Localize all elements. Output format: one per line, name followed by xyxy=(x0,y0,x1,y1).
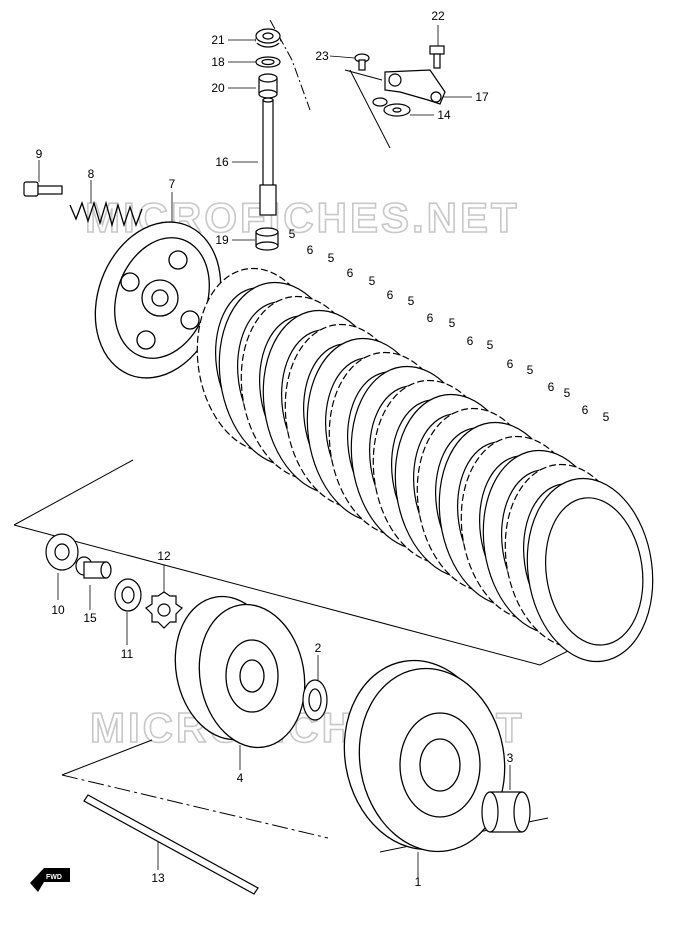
callout-20: 20 xyxy=(211,81,225,95)
callout-7: 7 xyxy=(169,177,176,191)
part-3-spacer xyxy=(481,791,531,833)
part-1-clutch-housing xyxy=(343,659,506,853)
callout-18: 18 xyxy=(211,55,225,69)
callout-5: 5 xyxy=(449,316,456,330)
forward-arrow-icon: FWD xyxy=(30,868,70,892)
callout-8: 8 xyxy=(88,167,95,181)
callout-9: 9 xyxy=(36,147,43,161)
callout-5: 5 xyxy=(328,251,335,265)
callout-6: 6 xyxy=(307,243,314,257)
callout-3: 3 xyxy=(507,751,514,765)
callout-6: 6 xyxy=(467,334,474,348)
callout-5: 5 xyxy=(603,410,610,424)
callout-4: 4 xyxy=(237,771,244,785)
callout-21: 21 xyxy=(211,33,225,47)
callout-14: 14 xyxy=(437,108,451,122)
part-14-washer xyxy=(372,97,411,117)
part-4-sleeve-hub xyxy=(174,595,306,749)
part-22-bolt xyxy=(429,45,445,69)
callout-12: 12 xyxy=(157,549,171,563)
plate-inner-edge xyxy=(545,497,644,646)
callout-17: 17 xyxy=(475,90,489,104)
callout-5: 5 xyxy=(527,363,534,377)
callout-2: 2 xyxy=(315,641,322,655)
callout-10: 10 xyxy=(51,603,65,617)
part-17-release-lever xyxy=(384,69,446,105)
callout-5: 5 xyxy=(408,294,415,308)
callout-5: 5 xyxy=(564,386,571,400)
part-15-pin xyxy=(75,556,112,579)
callout-11: 11 xyxy=(121,647,134,661)
part-7-pressure-plate xyxy=(94,221,222,379)
callout-19: 19 xyxy=(215,233,229,247)
callout-6: 6 xyxy=(347,266,354,280)
callout-6: 6 xyxy=(387,288,394,302)
callout-16: 16 xyxy=(215,155,229,169)
callout-6: 6 xyxy=(427,311,434,325)
part-8-spring xyxy=(69,200,143,228)
part-19-bearing xyxy=(255,227,279,251)
part-9-bolt xyxy=(23,181,63,197)
callout-22: 22 xyxy=(431,9,445,23)
part-20-needle-bearing xyxy=(258,73,278,99)
callout-1: 1 xyxy=(415,875,422,889)
callout-6: 6 xyxy=(548,380,555,394)
part-11-collar xyxy=(114,578,142,612)
part-12-washer xyxy=(145,591,183,629)
callout-5: 5 xyxy=(369,274,376,288)
callout-15: 15 xyxy=(83,611,97,625)
clutch-plate-stack xyxy=(196,267,654,663)
part-16-push-rod xyxy=(259,97,277,216)
part-2-thrust-washer xyxy=(302,679,328,721)
part-13-push-rod xyxy=(83,794,259,895)
callout-5: 5 xyxy=(487,338,494,352)
callout-5: 5 xyxy=(289,227,296,241)
callout-6: 6 xyxy=(582,403,589,417)
callout-23: 23 xyxy=(315,49,329,63)
part-18-washer xyxy=(255,56,281,68)
part-23-screw xyxy=(354,53,370,71)
callout-13: 13 xyxy=(151,871,165,885)
callout-numbers: 2118201619222317149871015111224311356565… xyxy=(36,9,610,889)
callout-6: 6 xyxy=(507,357,514,371)
part-21-bearing xyxy=(255,28,281,48)
part-10-bearing xyxy=(45,533,79,571)
leader-lines xyxy=(38,25,511,878)
fwd-label: FWD xyxy=(46,874,62,881)
